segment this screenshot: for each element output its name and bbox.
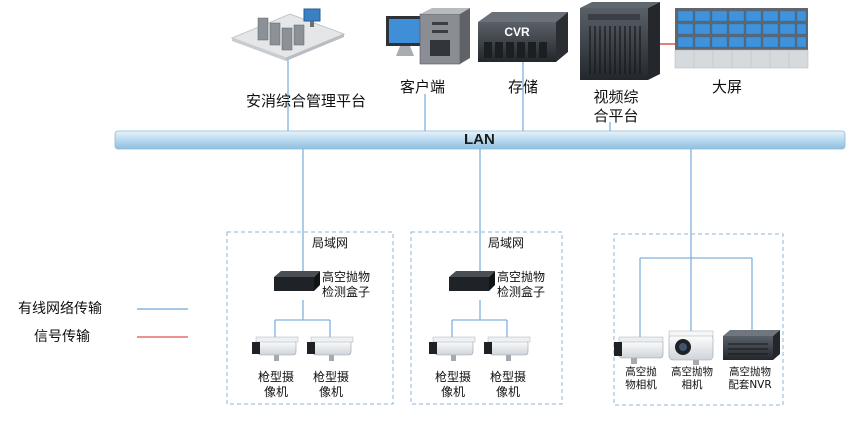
group2-lan-title: 局域网 — [488, 236, 525, 250]
group3-camera-a-label-line1: 高空抛 — [625, 366, 657, 378]
lan-label: LAN — [464, 131, 495, 148]
high-altitude-camera-b-icon — [668, 330, 714, 365]
group1-camera1-label-line1: 枪型摄 — [257, 370, 294, 384]
video-platform-label: 视频综 合平台 — [586, 88, 646, 126]
group1-camera2-label: 枪型摄 像机 — [307, 370, 355, 400]
bullet-cameras — [252, 336, 531, 361]
group2-box-label-line1: 高空抛物 — [497, 270, 546, 284]
legend-signal-label: 信号传输 — [34, 329, 90, 345]
group2-camera1-label-line2: 像机 — [440, 385, 465, 399]
legend-wired-label: 有线网络传输 — [18, 301, 102, 317]
group2-box-label-line2: 检测盒子 — [497, 285, 546, 299]
group2-bullet-camera-2-icon — [484, 336, 531, 361]
client-pc-icon — [386, 8, 470, 65]
group3-camera-b-label-line2: 相机 — [681, 379, 703, 391]
group3-camera-a-label: 高空抛 物相机 — [616, 366, 666, 392]
nvr-icon — [723, 330, 780, 360]
group1-box-label-line1: 高空抛物 — [322, 270, 371, 284]
group3-nvr-label: 高空抛物 配套NVR — [720, 366, 780, 392]
detection-box-icon-2 — [449, 271, 495, 291]
group1-box-label: 高空抛物 检测盒子 — [322, 270, 370, 300]
group1-bullet-camera-2-icon — [307, 336, 354, 361]
group2-camera1-label-line1: 枪型摄 — [434, 370, 471, 384]
big-screen-label: 大屏 — [712, 78, 743, 96]
group2-camera2-label-line1: 枪型摄 — [489, 370, 526, 384]
group2-camera1-label: 枪型摄 像机 — [429, 370, 477, 400]
video-platform-label-line1: 视频综 — [593, 88, 639, 106]
group-frames — [226, 231, 784, 406]
group2-box-label: 高空抛物 检测盒子 — [497, 270, 545, 300]
group2-camera2-label-line2: 像机 — [495, 385, 520, 399]
group1-lan-title: 局域网 — [312, 236, 349, 250]
group1-camera1-label-line2: 像机 — [263, 385, 288, 399]
group2-bullet-camera-1-icon — [429, 336, 476, 361]
group3-frame — [613, 233, 784, 406]
high-altitude-camera-a-icon — [614, 336, 664, 364]
client-label: 客户端 — [400, 78, 446, 96]
lan-bar — [114, 130, 846, 150]
platform-label: 安消综合管理平台 — [246, 92, 367, 110]
group2-camera2-label: 枪型摄 像机 — [484, 370, 532, 400]
group1-frame — [226, 231, 394, 405]
group3-camera-b-label-line1: 高空抛物 — [671, 366, 713, 378]
storage-label: 存储 — [508, 78, 539, 96]
storage-badge: CVR — [504, 25, 530, 39]
wired-links — [274, 58, 753, 340]
group1-camera2-label-line2: 像机 — [318, 385, 343, 399]
video-platform-rack-icon — [580, 2, 660, 80]
platform-server-icon — [230, 8, 346, 61]
group3-camera-a-label-line2: 物相机 — [625, 379, 657, 391]
group1-bullet-camera-1-icon — [252, 336, 299, 361]
group2-frame — [410, 231, 563, 405]
detection-box-icon-1 — [274, 271, 320, 291]
group3-nvr-label-line1: 高空抛物 — [729, 366, 771, 378]
video-platform-label-line2: 合平台 — [593, 107, 639, 125]
group3-camera-b-label: 高空抛物 相机 — [666, 366, 718, 392]
video-wall-icon — [674, 8, 809, 69]
group1-camera2-label-line1: 枪型摄 — [312, 370, 349, 384]
group3-nvr-label-line2: 配套NVR — [728, 379, 772, 391]
group1-camera1-label: 枪型摄 像机 — [252, 370, 300, 400]
storage-cvr-icon: CVR — [478, 12, 568, 62]
group1-box-label-line2: 检测盒子 — [322, 285, 371, 299]
